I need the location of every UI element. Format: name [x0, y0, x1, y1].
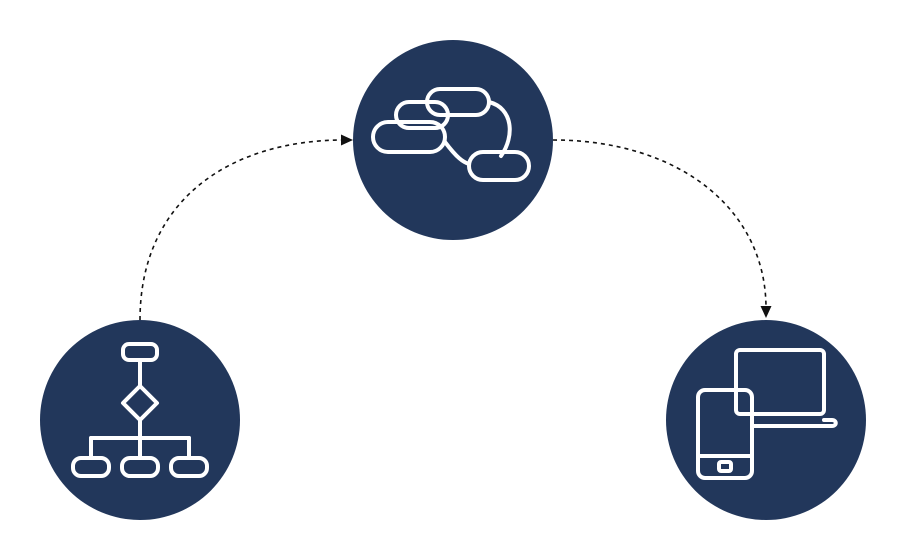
- cloud-network-icon: [371, 87, 531, 182]
- arrowhead-devices: [760, 306, 772, 318]
- connector-flowchart-to-cloud: [139, 139, 345, 321]
- flowchart-node: [40, 320, 240, 520]
- arrowhead-cloud: [341, 134, 353, 146]
- devices-icon: [696, 348, 838, 480]
- flowchart-icon: [71, 342, 209, 478]
- devices-node: [666, 320, 866, 520]
- connector-cloud-to-devices: [552, 139, 767, 309]
- cloud-node: [353, 40, 553, 240]
